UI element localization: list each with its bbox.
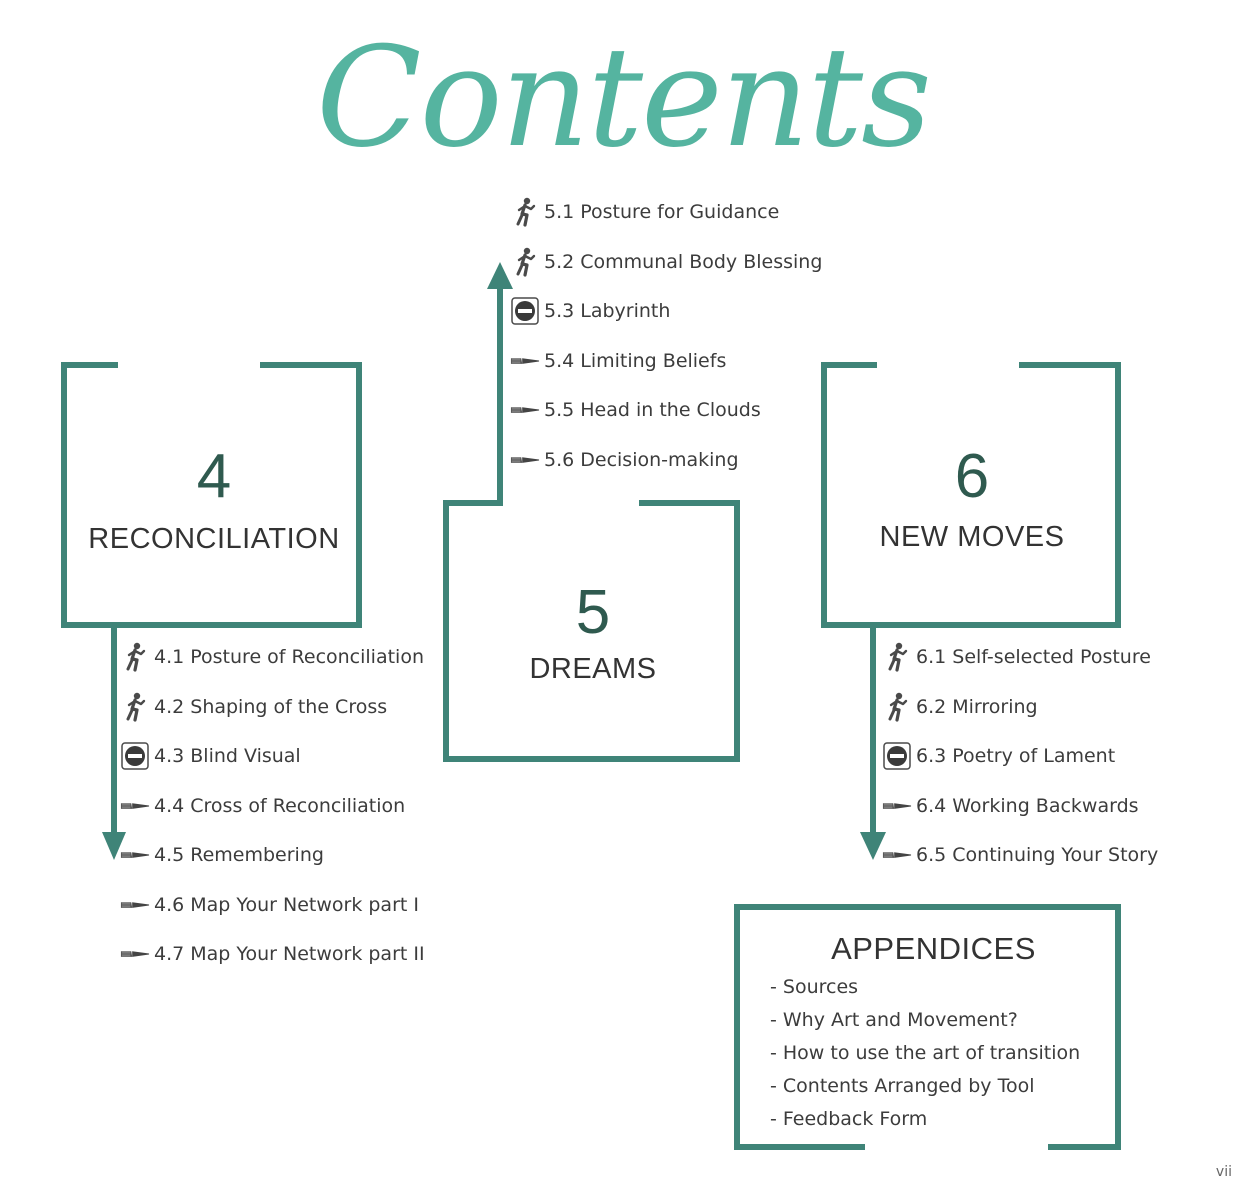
list-item-label: 4.2 Shaping of the Cross <box>154 695 388 718</box>
section-5-frame <box>443 285 740 762</box>
paintbrush-icon <box>120 939 150 969</box>
list-item-label: 6.2 Mirroring <box>916 695 1038 718</box>
paintbrush-icon <box>882 840 912 870</box>
section-4-arrow-head <box>102 832 126 860</box>
list-item-label: 4.5 Remembering <box>154 844 324 866</box>
list-item-label: 4.1 Posture of Reconciliation <box>154 646 424 668</box>
walking-figure-icon <box>510 197 540 227</box>
no-entry-icon <box>120 741 150 771</box>
list-item: 4.7 Map Your Network part II <box>120 939 425 969</box>
list-item-label: 5.1 Posture for Guidance <box>544 201 780 223</box>
page-number: vii <box>1215 1164 1232 1180</box>
paintbrush-icon <box>882 791 912 821</box>
list-item-label: 4.6 Map Your Network part I <box>154 893 419 916</box>
list-item: 4.6 Map Your Network part I <box>120 890 419 920</box>
list-item-label: 5.5 Head in the Clouds <box>544 399 761 421</box>
list-item: 4.3 Blind Visual <box>120 741 301 771</box>
appendices-frame <box>734 904 1121 1150</box>
list-item: 6.1 Self-selected Posture <box>882 642 1151 672</box>
list-item: 5.3 Labyrinth <box>510 296 670 326</box>
appendix-item: - Sources <box>770 976 859 998</box>
section-6-frame <box>821 362 1121 628</box>
list-item: 4.5 Remembering <box>120 840 324 870</box>
section-4-number: 4 <box>196 442 232 511</box>
list-item: 4.4 Cross of Reconciliation <box>120 791 405 821</box>
list-item-label: 5.2 Communal Body Blessing <box>544 250 823 273</box>
list-item: 6.4 Working Backwards <box>882 791 1139 821</box>
page-title: Contents <box>316 17 932 178</box>
section-6-arrow-head <box>860 832 886 860</box>
list-item: 5.1 Posture for Guidance <box>510 197 779 227</box>
no-entry-icon <box>882 741 912 771</box>
appendices-title: APPENDICES <box>831 931 1036 966</box>
paintbrush-icon <box>120 840 150 870</box>
list-item: 6.2 Mirroring <box>882 692 1038 722</box>
list-item-label: 6.3 Poetry of Lament <box>916 745 1116 767</box>
appendix-item: - How to use the art of transition <box>770 1042 1081 1064</box>
section-4-frame <box>61 362 362 628</box>
section-5-arrow-head <box>487 262 513 289</box>
list-item-label: 5.3 Labyrinth <box>544 300 671 322</box>
paintbrush-icon <box>120 890 150 920</box>
section-4-title: RECONCILIATION <box>88 523 340 555</box>
list-item: 5.5 Head in the Clouds <box>510 395 761 425</box>
walking-figure-icon <box>510 247 540 277</box>
section-6-number: 6 <box>954 442 990 511</box>
list-item: 5.4 Limiting Beliefs <box>510 346 726 376</box>
section-5-title: DREAMS <box>529 653 657 685</box>
list-item: 6.5 Continuing Your Story <box>882 840 1158 870</box>
no-entry-icon <box>510 296 540 326</box>
paintbrush-icon <box>510 445 540 475</box>
appendix-item: - Feedback Form <box>770 1108 928 1130</box>
list-item-label: 6.5 Continuing Your Story <box>916 844 1159 866</box>
walking-figure-icon <box>882 692 912 722</box>
appendix-item: - Contents Arranged by Tool <box>770 1075 1035 1097</box>
list-item: 5.2 Communal Body Blessing <box>510 247 822 277</box>
list-item-label: 4.4 Cross of Reconciliation <box>154 794 406 817</box>
list-item: 4.2 Shaping of the Cross <box>120 692 387 722</box>
paintbrush-icon <box>510 395 540 425</box>
section-5-number: 5 <box>575 578 611 647</box>
section-6-title: NEW MOVES <box>879 521 1065 553</box>
list-item: 4.1 Posture of Reconciliation <box>120 642 424 672</box>
walking-figure-icon <box>120 692 150 722</box>
list-item-label: 5.4 Limiting Beliefs <box>544 349 727 372</box>
appendix-item: - Why Art and Movement? <box>770 1009 1018 1031</box>
list-item-label: 4.7 Map Your Network part II <box>154 943 425 965</box>
list-item: 5.6 Decision-making <box>510 445 739 475</box>
walking-figure-icon <box>882 642 912 672</box>
list-item-label: 6.4 Working Backwards <box>916 794 1139 817</box>
list-item: 6.3 Poetry of Lament <box>882 741 1115 771</box>
paintbrush-icon <box>120 791 150 821</box>
list-item-label: 6.1 Self-selected Posture <box>916 646 1151 668</box>
paintbrush-icon <box>510 346 540 376</box>
list-item-label: 4.3 Blind Visual <box>154 745 301 767</box>
walking-figure-icon <box>120 642 150 672</box>
list-item-label: 5.6 Decision-making <box>544 448 739 471</box>
